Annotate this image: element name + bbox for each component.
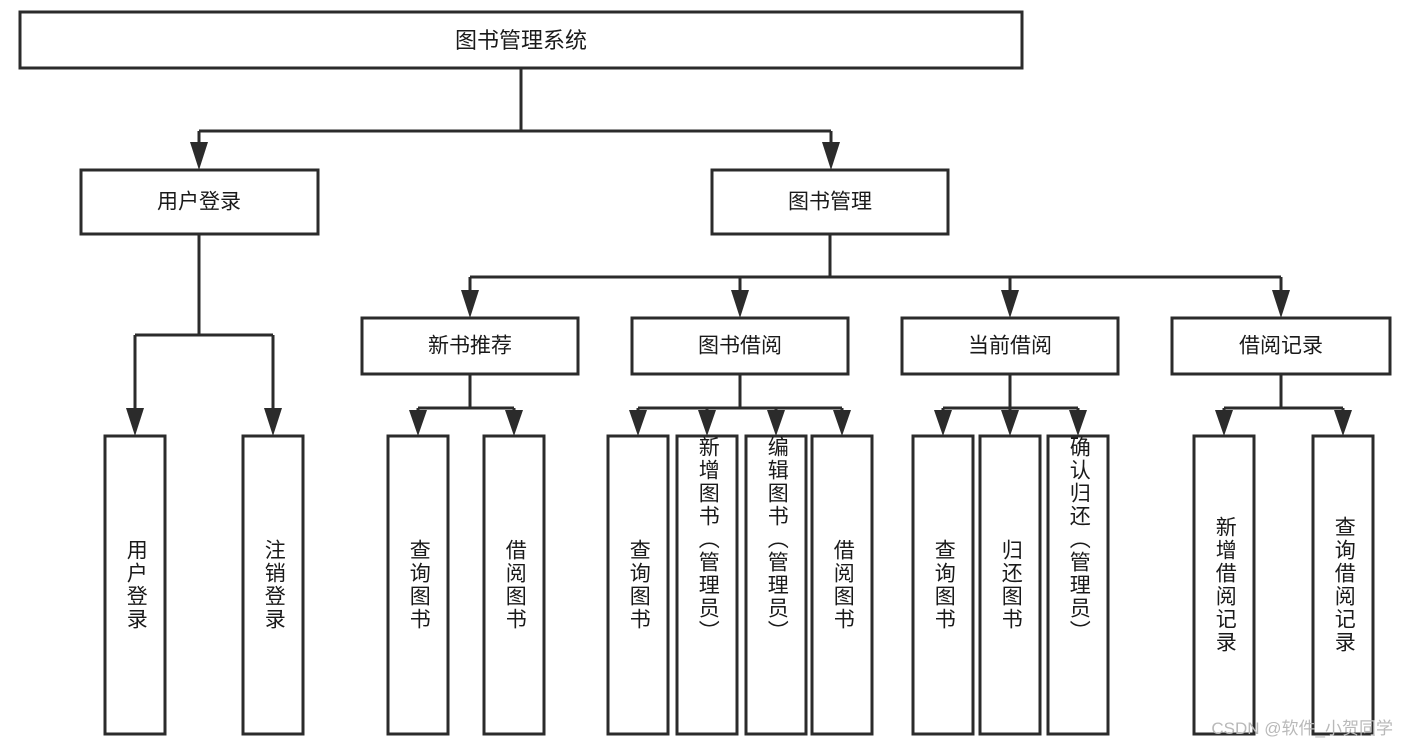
- leaf-box-book-borrow-1[interactable]: [606, 434, 670, 736]
- node-root[interactable]: 图书管理系统: [18, 10, 1024, 70]
- current-borrow-label: 当前借阅: [968, 335, 1052, 358]
- node-book-manage[interactable]: 图书管理: [710, 168, 950, 236]
- arrowhead-leaf-new-book-2: [505, 410, 523, 436]
- arrowhead-leaf-borrow-record-1: [1215, 410, 1233, 436]
- arrowhead-leaf-current-borrow-3: [1069, 410, 1087, 436]
- book-manage-label: 图书管理: [788, 191, 872, 214]
- leaf-box-user-login-2[interactable]: [241, 434, 305, 736]
- arrowhead-leaf-user-login-1: [126, 408, 144, 436]
- leaf-box-book-borrow-2[interactable]: [675, 434, 739, 736]
- arrowhead-leaf-book-borrow-3: [767, 410, 785, 436]
- node-book-borrow[interactable]: 图书借阅: [630, 316, 850, 376]
- root-box[interactable]: [18, 10, 1024, 70]
- book-borrow-box[interactable]: [630, 316, 850, 376]
- arrowhead-leaf-book-borrow-4: [833, 410, 851, 436]
- leaf-box-borrow-record-1[interactable]: [1192, 434, 1256, 736]
- leaf-box-current-borrow-3[interactable]: [1046, 434, 1110, 736]
- arrowhead-leaf-new-book-1: [409, 410, 427, 436]
- leaf-box-current-borrow-1[interactable]: [911, 434, 975, 736]
- node-new-book-recommend[interactable]: 新书推荐: [360, 316, 580, 376]
- arrowhead-current-borrow: [1001, 290, 1019, 318]
- arrowhead-user-login: [190, 142, 208, 170]
- arrowhead-leaf-book-borrow-2: [698, 410, 716, 436]
- arrowhead-leaf-book-borrow-1: [629, 410, 647, 436]
- leaf-box-borrow-record-2[interactable]: [1311, 434, 1375, 736]
- book-manage-box[interactable]: [710, 168, 950, 236]
- arrowhead-book-manage: [822, 142, 840, 170]
- leaf-box-current-borrow-2[interactable]: [978, 434, 1042, 736]
- root-label: 图书管理系统: [455, 28, 587, 53]
- arrowhead-new-book: [461, 290, 479, 318]
- arrowhead-leaf-current-borrow-1: [934, 410, 952, 436]
- leaf-box-new-book-2[interactable]: [482, 434, 546, 736]
- user-login-label: 用户登录: [157, 191, 241, 214]
- borrow-record-label: 借阅记录: [1239, 335, 1323, 358]
- arrowhead-leaf-user-login-2: [264, 408, 282, 436]
- borrow-record-box[interactable]: [1170, 316, 1392, 376]
- leaf-box-book-borrow-3[interactable]: [744, 434, 808, 736]
- arrowhead-book-borrow: [731, 290, 749, 318]
- arrowhead-borrow-record: [1272, 290, 1290, 318]
- arrowhead-leaf-borrow-record-2: [1334, 410, 1352, 436]
- new-book-recommend-box[interactable]: [360, 316, 580, 376]
- node-borrow-record[interactable]: 借阅记录: [1170, 316, 1392, 376]
- node-user-login[interactable]: 用户登录: [79, 168, 320, 236]
- current-borrow-box[interactable]: [900, 316, 1120, 376]
- leaf-box-user-login-1[interactable]: [103, 434, 167, 736]
- new-book-recommend-label: 新书推荐: [428, 335, 512, 358]
- leaf-box-new-book-1[interactable]: [386, 434, 450, 736]
- arrowhead-leaf-current-borrow-2: [1001, 410, 1019, 436]
- book-borrow-label: 图书借阅: [698, 335, 782, 358]
- leaf-box-book-borrow-4[interactable]: [810, 434, 874, 736]
- node-current-borrow[interactable]: 当前借阅: [900, 316, 1120, 376]
